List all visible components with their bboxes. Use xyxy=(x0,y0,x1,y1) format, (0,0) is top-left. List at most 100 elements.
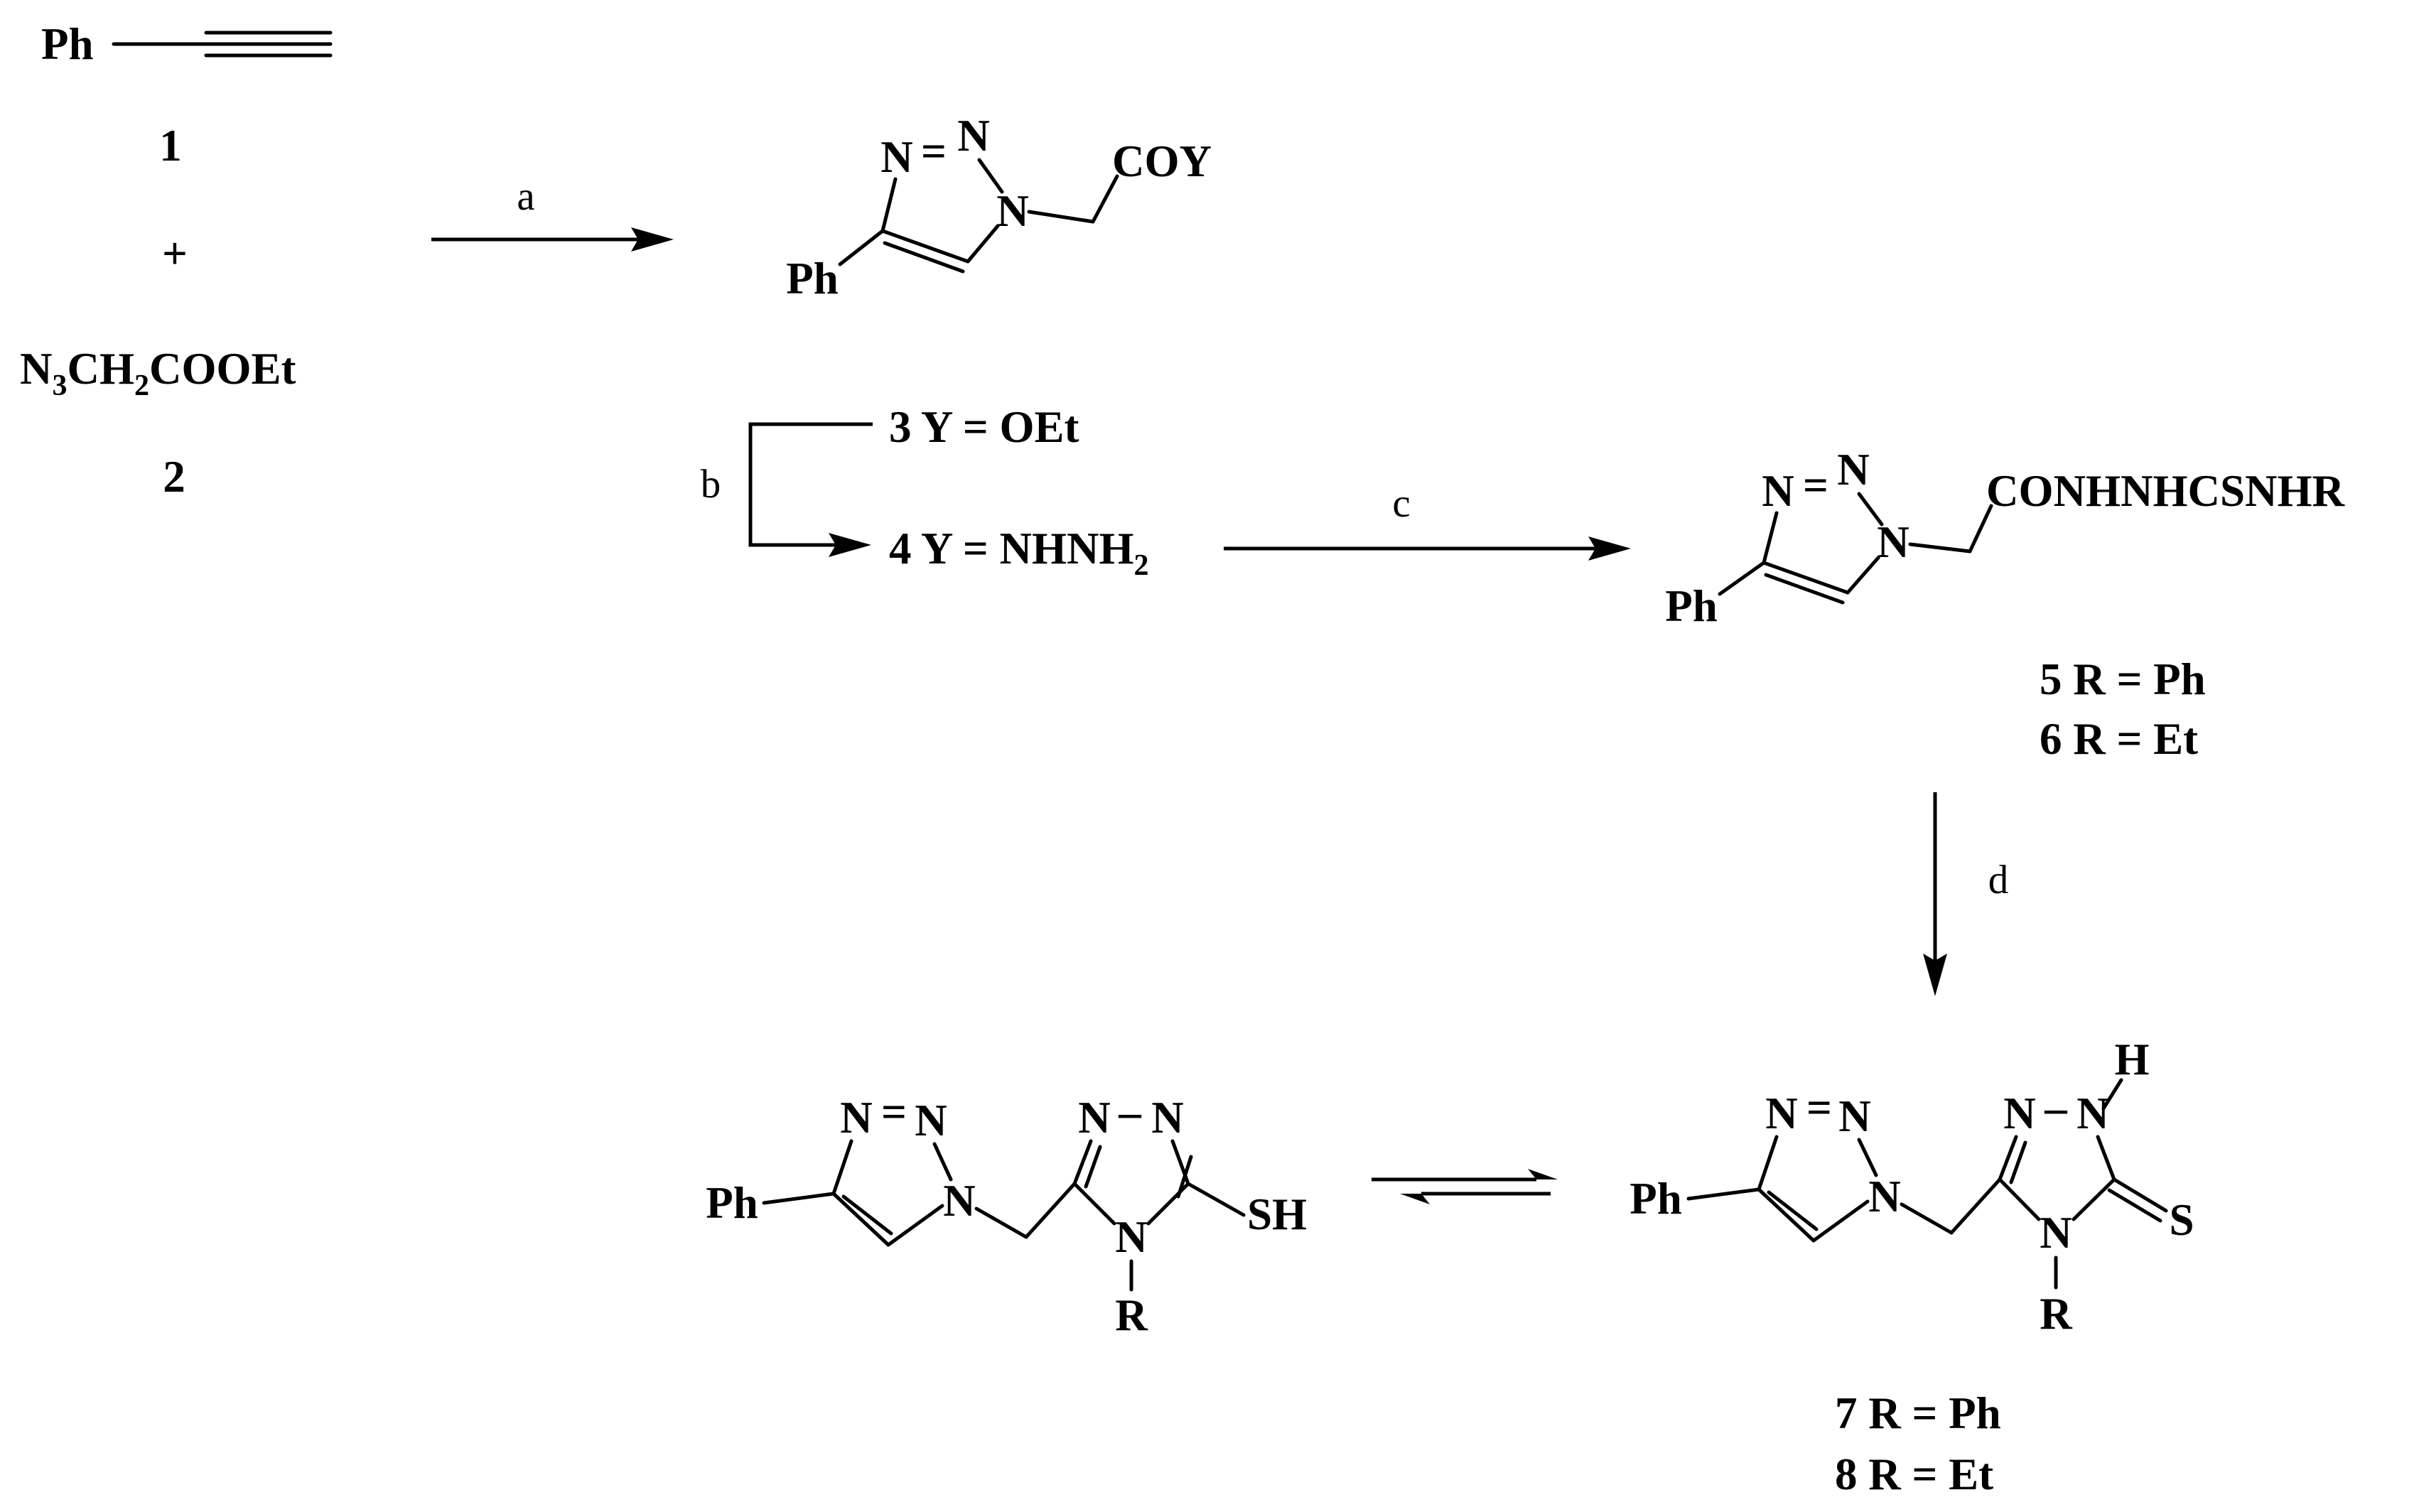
compound-number-1: 1 xyxy=(159,121,182,171)
ring-bond xyxy=(831,1192,890,1247)
ch2-bond xyxy=(1024,1182,1077,1239)
ph-bond xyxy=(1686,1187,1761,1201)
ring-bond xyxy=(1846,556,1880,595)
label-compound-5: 5 R = Ph xyxy=(2040,654,2206,704)
ring-bond xyxy=(1762,511,1779,565)
n2-atom: N xyxy=(957,111,990,161)
triazole-thione-tautomer: N = N N Ph N – N H N R S xyxy=(1630,1035,2194,1339)
ring-double-bond xyxy=(883,241,965,274)
r-substituent: R xyxy=(2040,1289,2073,1339)
arrow-c xyxy=(1224,536,1631,561)
ring-bond xyxy=(1998,1135,2018,1182)
sh-group: SH xyxy=(1247,1189,1307,1239)
ring-bond xyxy=(1757,1135,1779,1192)
triazole-n-right: N xyxy=(1151,1093,1184,1143)
ph-label: Ph xyxy=(706,1178,758,1228)
ring-bond xyxy=(1146,1182,1190,1226)
n3-atom: N xyxy=(880,132,913,182)
ph-bond xyxy=(838,229,885,266)
ring-bond xyxy=(880,229,970,264)
triazole-thiol-tautomer: N = N N Ph N – N N R SH xyxy=(706,1087,1307,1340)
arrow-d xyxy=(1923,792,1947,996)
label-compound-4: 4 Y = NHNH2 xyxy=(889,524,1148,582)
n3-atom: N xyxy=(1765,1089,1798,1138)
ring-bond xyxy=(886,1204,944,1247)
ph-label: Ph xyxy=(786,254,839,303)
n2-atom: N xyxy=(1838,1091,1871,1141)
label-compound-7: 7 R = Ph xyxy=(1835,1388,2001,1438)
c-s-double-bond xyxy=(2112,1177,2168,1213)
n-h-bond xyxy=(2101,1078,2123,1111)
double-bond-sign: = xyxy=(921,126,947,176)
ring-bond xyxy=(966,224,1000,264)
label-compound-8: 8 R = Et xyxy=(1835,1449,1993,1499)
reagent-c: c xyxy=(1392,481,1410,526)
ring-double-bond xyxy=(1767,1190,1819,1231)
double-bond-sign: = xyxy=(1803,460,1828,510)
ring-bond xyxy=(831,1139,853,1196)
ring-bond xyxy=(932,1142,953,1182)
ring-bond xyxy=(1072,1139,1093,1186)
ring-bond xyxy=(977,158,1004,194)
c-sh-bond xyxy=(1186,1182,1246,1217)
double-bond-sign: = xyxy=(1806,1083,1832,1133)
ph-bond xyxy=(1718,561,1766,596)
phenylacetylene: Ph xyxy=(41,19,333,69)
ring-bond xyxy=(2096,1135,2116,1182)
triazole-n-left: N xyxy=(2003,1089,2036,1138)
n2-atom: N xyxy=(915,1096,947,1145)
n3-atom: N xyxy=(1762,466,1794,516)
ph-label: Ph xyxy=(41,19,94,69)
ethyl-azidoacetate: N3CH2COOEt xyxy=(20,344,296,402)
label-compound-3: 3 Y = OEt xyxy=(889,402,1079,452)
label-compound-6: 6 R = Et xyxy=(2040,714,2198,764)
reagent-b: b xyxy=(701,462,721,507)
double-bond-sign: = xyxy=(881,1087,907,1137)
s-atom: S xyxy=(2169,1195,2194,1245)
compound-number-2: 2 xyxy=(163,452,185,502)
triazole-n4: N xyxy=(2040,1208,2072,1258)
ch2-bond xyxy=(1908,542,1972,554)
arrow-a xyxy=(431,227,674,252)
ch2-bond xyxy=(1900,1202,1954,1235)
ring-double-bond xyxy=(1084,1145,1102,1189)
ring-bond xyxy=(1762,561,1850,595)
ch2-bond xyxy=(1968,504,1993,554)
c-s-double-bond xyxy=(2107,1188,2162,1223)
ring-bond xyxy=(880,177,898,233)
ring-bond xyxy=(1072,1182,1116,1226)
r-substituent: R xyxy=(1115,1290,1148,1340)
ring-bond xyxy=(1857,1138,1878,1177)
thiosemicarbazide-chain: CONHNHCSNHR xyxy=(1986,466,2346,516)
n1-atom: N xyxy=(1868,1172,1901,1221)
ph-bond xyxy=(762,1192,836,1205)
reagent-d: d xyxy=(1988,858,2009,902)
ch2-bond xyxy=(1091,174,1119,224)
n1-atom: N xyxy=(943,1176,976,1226)
ring-bond xyxy=(1811,1199,1870,1243)
ring-bond xyxy=(1998,1177,2041,1221)
triazole-n-left: N xyxy=(1078,1093,1111,1143)
single-bond-dash: – xyxy=(1118,1087,1141,1137)
ch2-bond xyxy=(1027,210,1095,224)
n2-atom: N xyxy=(1837,445,1870,495)
reagent-a: a xyxy=(517,174,534,219)
equilibrium-arrows xyxy=(1372,1169,1558,1204)
coy-group: COY xyxy=(1112,136,1212,186)
n3-atom: N xyxy=(840,1093,873,1143)
ph-label: Ph xyxy=(1630,1174,1682,1224)
ring-double-bond xyxy=(841,1194,893,1236)
h-atom: H xyxy=(2114,1035,2149,1084)
ring-double-bond xyxy=(2009,1140,2027,1184)
ph-label: Ph xyxy=(1665,581,1718,631)
ring-bond xyxy=(1757,1187,1816,1243)
triazole-n4: N xyxy=(1115,1212,1148,1262)
single-bond-dash: – xyxy=(2044,1083,2067,1133)
ch2-bond xyxy=(974,1206,1028,1239)
ring-double-bond xyxy=(1764,573,1845,605)
ring-bond xyxy=(2072,1177,2116,1221)
ch2-bond xyxy=(1949,1177,2002,1235)
ring-bond xyxy=(1857,492,1884,526)
triazole-coy: N = N N Ph COY xyxy=(786,111,1212,303)
